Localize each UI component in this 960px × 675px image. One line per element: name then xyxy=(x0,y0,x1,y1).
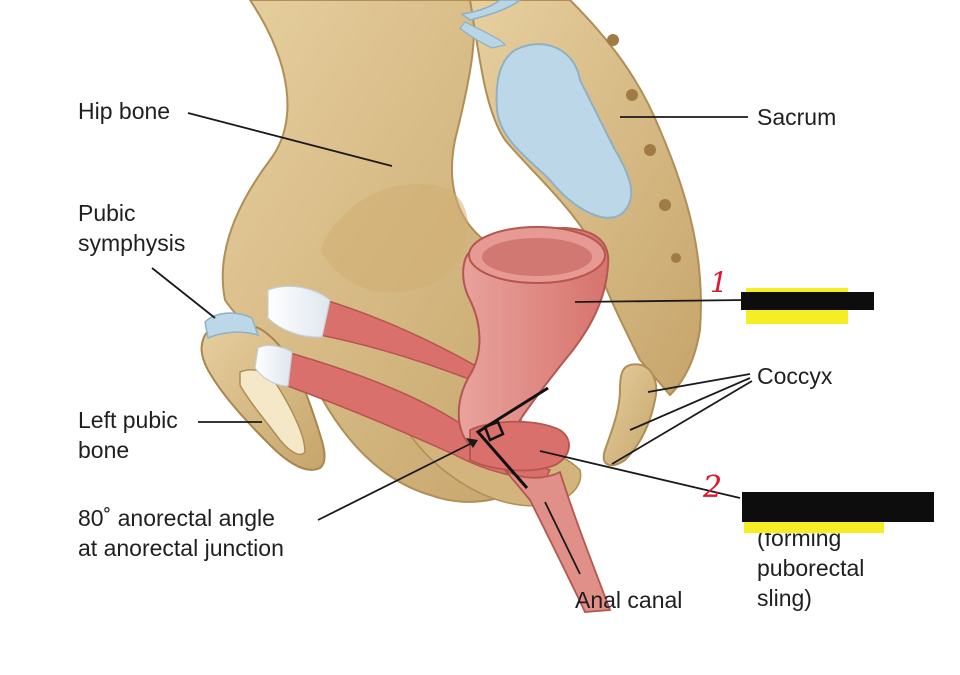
leader-hip-bone xyxy=(187,112,393,167)
marker-1: 1 xyxy=(710,266,728,299)
label-puborectalis-sub: (forming puborectal sling) xyxy=(757,525,865,611)
leader-anal-canal xyxy=(544,501,581,575)
label-coccyx: Coccyx xyxy=(757,363,833,389)
leader-coccyx-b xyxy=(629,377,751,431)
leader-coccyx-c xyxy=(611,380,753,465)
label-pubic-symphysis: Pubic symphysis xyxy=(78,200,186,256)
anal-canal-shape xyxy=(504,469,612,613)
tendon-lower xyxy=(254,344,293,387)
leader-label-1 xyxy=(574,299,746,303)
label-anal-canal: Anal canal xyxy=(575,587,683,613)
label-sacrum: Sacrum xyxy=(757,104,837,130)
tendon-upper xyxy=(267,285,331,338)
redaction-1 xyxy=(741,292,874,310)
marker-2: 2 xyxy=(703,470,723,505)
pubic-symphysis-shape xyxy=(204,312,260,340)
lumbar-disc xyxy=(460,0,522,21)
sacroiliac-cartilage xyxy=(495,43,633,219)
rectum-shape xyxy=(457,226,610,448)
puborectal-sling xyxy=(469,420,570,472)
anorectal-angle-marker xyxy=(475,386,549,489)
leader-anorectal-angle xyxy=(317,441,475,521)
leader-pubic-symphysis xyxy=(151,267,216,319)
label-hip-bone: Hip bone xyxy=(78,98,171,124)
leader-lines xyxy=(151,112,753,575)
label-left-pubic-bone: Left pubic bone xyxy=(78,407,178,463)
coccyx-shape xyxy=(602,363,658,467)
hip-bone-inner xyxy=(320,183,469,293)
leader-label-2 xyxy=(539,450,741,499)
leader-coccyx-a xyxy=(647,373,751,393)
redaction-2 xyxy=(742,492,934,522)
label-anorectal-angle: 80˚ anorectal angle at anorectal junctio… xyxy=(78,505,284,561)
